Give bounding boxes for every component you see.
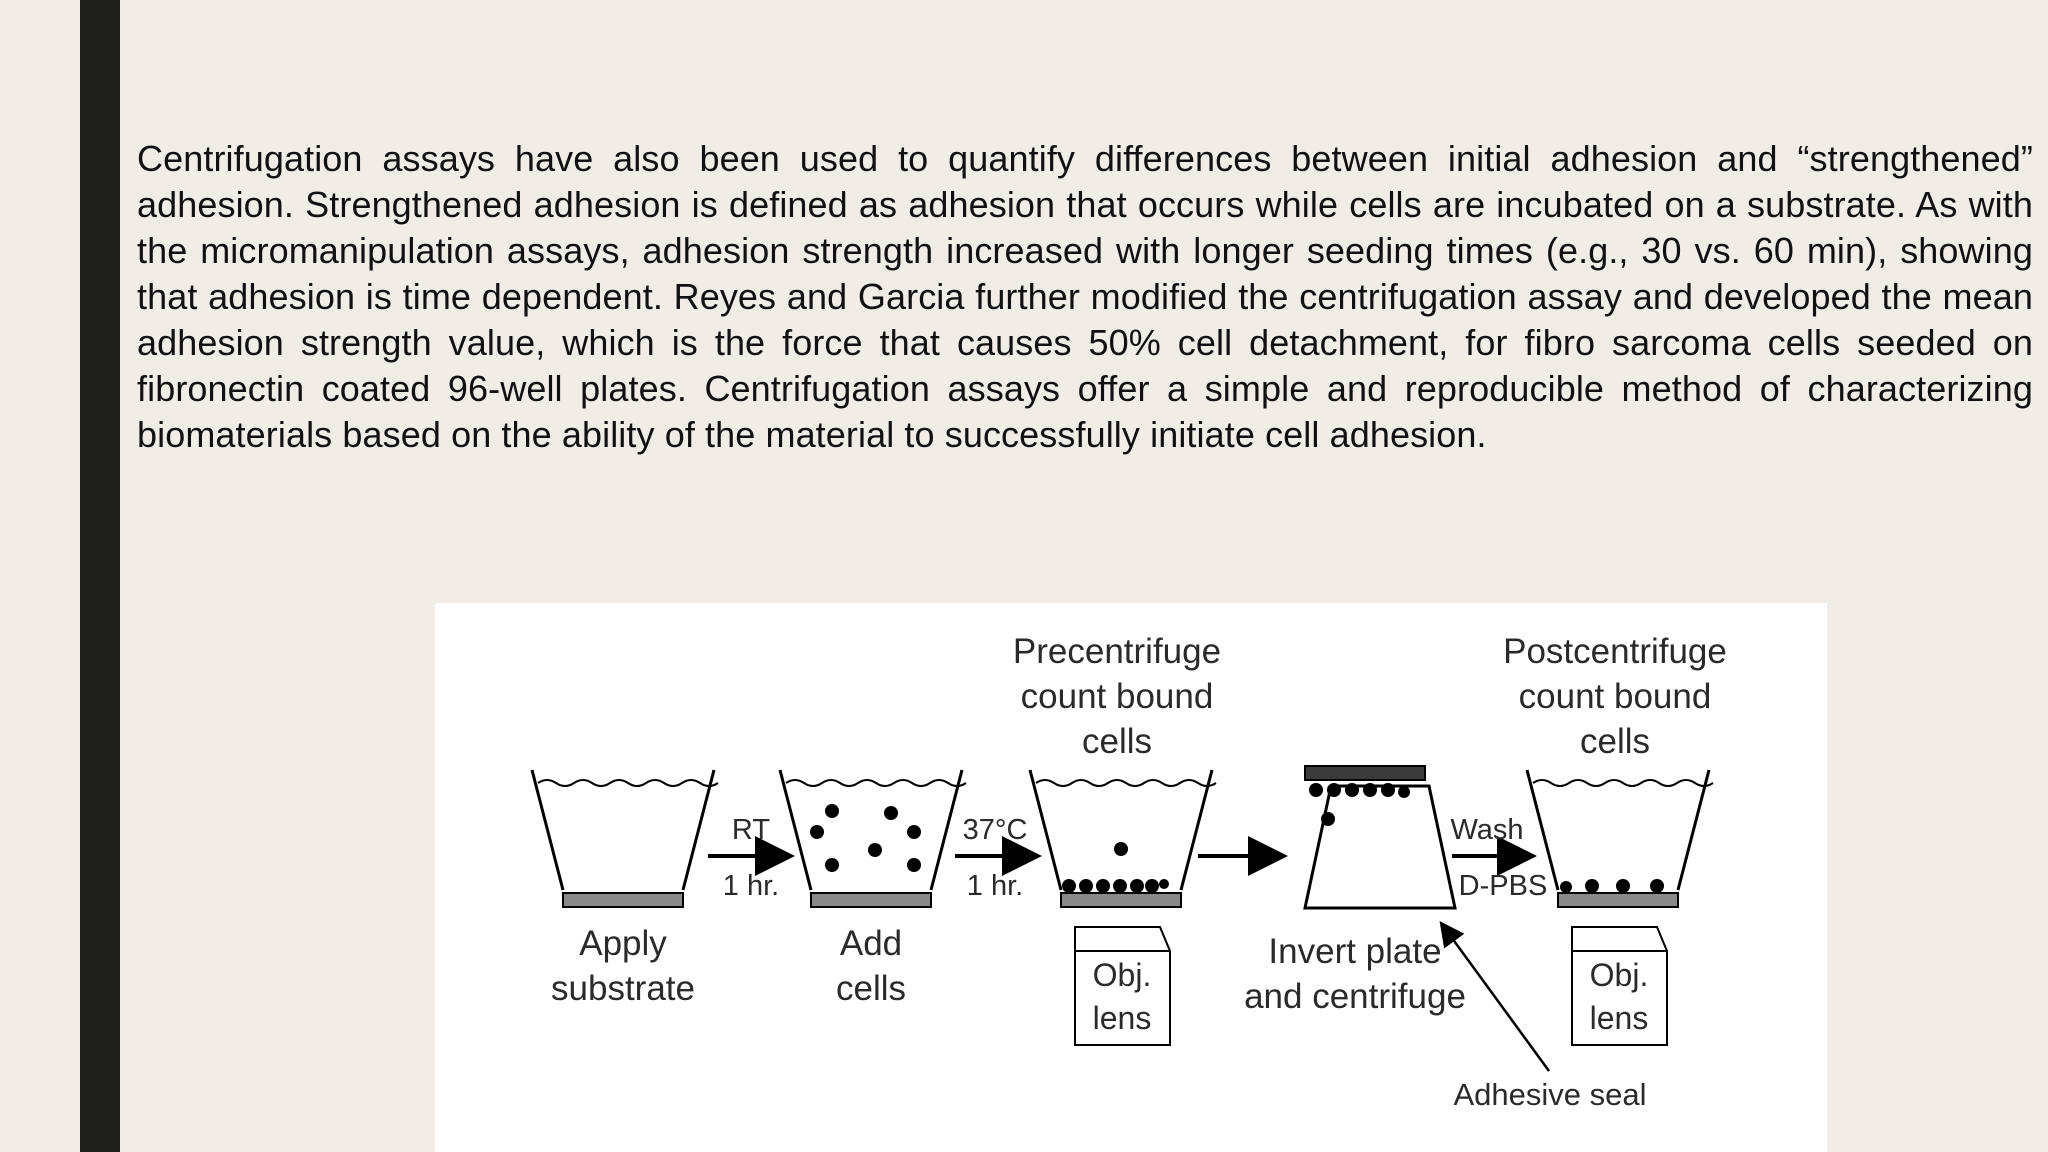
postcentrifuge-label: Postcentrifuge <box>1503 632 1727 671</box>
body-paragraph: Centrifugation assays have also been use… <box>137 138 2033 455</box>
lens-2-line1: Obj. <box>1590 957 1649 993</box>
well-apply-substrate <box>530 769 719 908</box>
arrow-rt-top-label: RT <box>732 814 770 846</box>
arrow-wash-top-label: Wash <box>1450 814 1523 846</box>
step-invert-label-line2: and centrifuge <box>1244 977 1466 1016</box>
arrow-rt: RT 1 hr. <box>708 814 795 902</box>
well-inverted <box>1303 765 1457 910</box>
objective-lens-2: Obj. lens <box>1571 926 1668 1046</box>
postcentrifuge-label-line2: count bound <box>1519 677 1712 716</box>
adhesive-seal-callout: Adhesive seal <box>1439 920 1647 1112</box>
lens-1-line1: Obj. <box>1093 957 1152 993</box>
precentrifuge-label: Precentrifuge <box>1013 632 1221 671</box>
well-postcentrifuge <box>1525 769 1714 908</box>
step-invert-label: Invert plate <box>1268 932 1441 971</box>
well-add-cells <box>778 769 967 908</box>
step-apply-label-line2: substrate <box>551 969 695 1008</box>
arrow-37c-top-label: 37°C <box>963 814 1028 846</box>
adhesive-seal-label: Adhesive seal <box>1453 1077 1646 1112</box>
step-add-cells-label: Add <box>840 924 902 963</box>
objective-lens-1: Obj. lens <box>1074 926 1171 1046</box>
lens-2-line2: lens <box>1590 1000 1649 1036</box>
arrow-37c: 37°C 1 hr. <box>955 814 1042 902</box>
arrow-wash-bottom-label: D-PBS <box>1459 870 1548 902</box>
well-precentrifuge <box>1028 769 1217 908</box>
arrow-rt-bottom-label: 1 hr. <box>723 870 779 902</box>
assay-diagram: Precentrifuge count bound cells Postcent… <box>530 632 1727 1112</box>
lens-1-line2: lens <box>1093 1000 1152 1036</box>
precentrifuge-label-line3: cells <box>1082 722 1152 761</box>
left-accent-bar <box>80 0 120 1152</box>
postcentrifuge-label-line3: cells <box>1580 722 1650 761</box>
centrifugation-assay-figure: Precentrifuge count bound cells Postcent… <box>435 603 1827 1152</box>
step-add-cells-label-line2: cells <box>836 969 906 1008</box>
step-apply-label: Apply <box>579 924 667 963</box>
precentrifuge-label-line2: count bound <box>1021 677 1214 716</box>
arrow-wash: Wash D-PBS <box>1450 814 1547 902</box>
arrow-37c-bottom-label: 1 hr. <box>967 870 1023 902</box>
